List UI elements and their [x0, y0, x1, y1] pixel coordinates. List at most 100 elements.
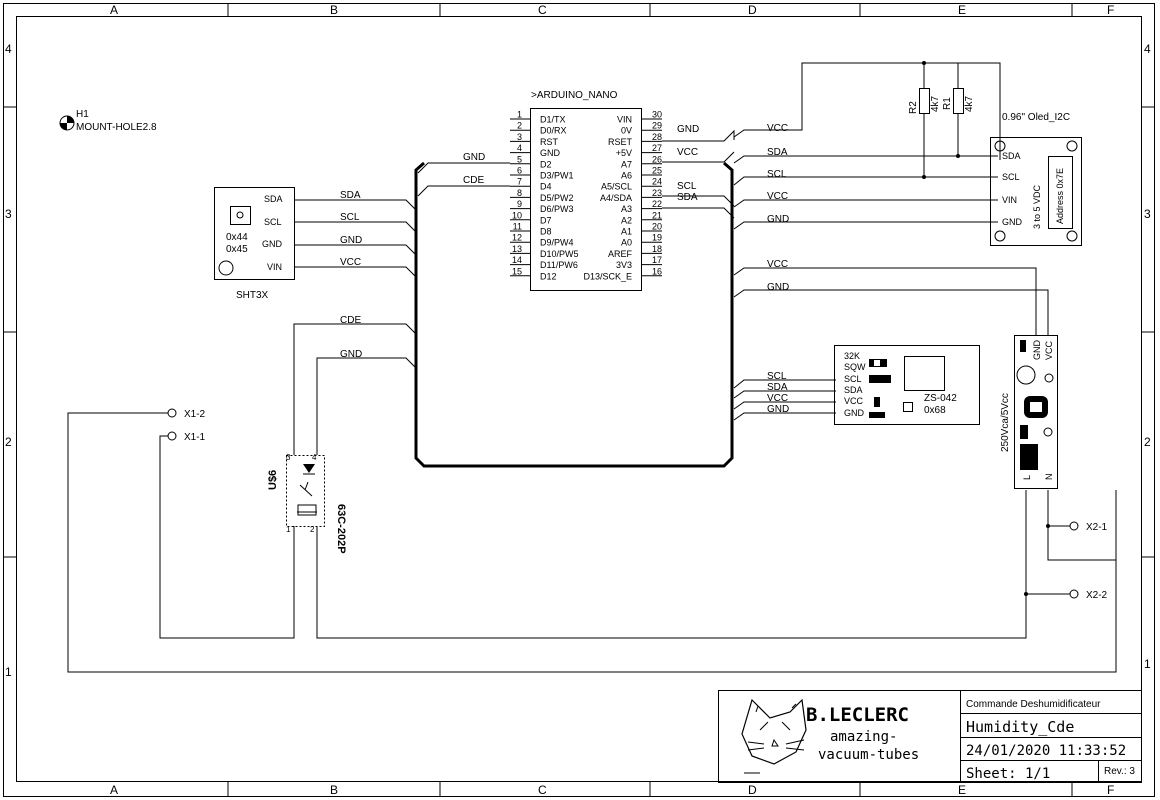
arduino-pin-name: A0 [621, 238, 632, 248]
arduino-pin-name: D3/PW1 [540, 171, 574, 181]
arduino-pin-name: D12 [540, 271, 557, 281]
row-label-right: 1 [1144, 657, 1151, 671]
arduino-pin-name: RST [540, 137, 559, 147]
arduino-pin-number: 26 [652, 154, 662, 164]
oled-pin: SCL [1002, 172, 1020, 182]
relay-module: GND VCC 250Vca/5Vcc L N [1000, 335, 1058, 489]
oled-pin: VIN [1002, 195, 1017, 205]
net-label-sda: SDA [677, 192, 698, 203]
relay-rating: 250Vca/5Vcc [1000, 393, 1011, 452]
arduino-pin-number: 21 [652, 210, 662, 220]
arduino-pin-name: A5/SCL [601, 182, 632, 192]
oled-pin: GND [1002, 217, 1023, 227]
arduino-pin-number: 24 [652, 177, 662, 187]
arduino-pin-number: 20 [652, 222, 662, 232]
sheet-number: Sheet: 1/1 [966, 766, 1050, 782]
arduino-pin-name: D6/PW3 [540, 204, 574, 214]
arduino-pin-name: A7 [621, 159, 632, 169]
col-label-top: B [330, 3, 338, 17]
oled-address: Address 0x7E [1055, 168, 1065, 224]
rtc-pin: VCC [844, 396, 864, 406]
arduino-pin-number: 29 [652, 121, 662, 131]
rtc-pin: GND [844, 408, 865, 418]
arduino-pin-name: A2 [621, 215, 632, 225]
arduino-pin-name: D0/RX [540, 126, 567, 136]
oled-title: 0.96" Oled_I2C [1002, 112, 1070, 123]
arduino-pin-number: 18 [652, 244, 662, 254]
arduino-pin-name: A6 [621, 171, 632, 181]
net-label-vcc: VCC [677, 147, 698, 158]
rtc-pin: SDA [844, 385, 863, 395]
net-label-cde: CDE [340, 315, 361, 326]
arduino-pin-name: D4 [540, 182, 552, 192]
rtc-addr: 0x68 [924, 405, 946, 416]
arduino-pin-number: 11 [513, 222, 522, 232]
resistor-value: 4k7 [964, 95, 975, 112]
relay-terminal: L [1022, 475, 1032, 480]
cat-logo [741, 698, 807, 774]
row-label-left: 2 [5, 435, 12, 449]
arduino-pin-number: 2 [517, 121, 522, 131]
rtc-pins: 32K SQW SCL SDA VCC GND [844, 351, 866, 418]
arduino-pin-name: D5/PW2 [540, 193, 574, 203]
arduino-pin-name: D9/PW4 [540, 238, 574, 248]
sht3x-addr: 0x44 [226, 232, 248, 243]
net-label-scl: SCL [767, 371, 787, 382]
arduino-pin-number: 5 [517, 154, 522, 164]
relay-pin: GND [1032, 340, 1042, 361]
frame-labels: A B C D E F A B C D E F 4 3 2 1 4 3 2 1 [5, 3, 1151, 797]
arduino-pin-number: 25 [652, 166, 662, 176]
arduino-pin-number: 28 [652, 132, 662, 142]
col-label-top: E [958, 3, 966, 17]
rtc-pin: 32K [844, 351, 860, 361]
sht3x-name: SHT3X [236, 290, 269, 301]
arduino-title: >ARDUINO_NANO [531, 90, 618, 101]
net-label-vcc: VCC [767, 393, 788, 404]
net-label-cde: CDE [463, 175, 484, 186]
net-label-gnd: GND [767, 282, 789, 293]
arduino-pin-name: D11/PW6 [540, 260, 578, 270]
revision: Rev.: 3 [1104, 766, 1135, 777]
arduino-pin-number: 17 [652, 255, 662, 265]
tagline: amazing- [830, 729, 897, 745]
arduino-pin-number: 27 [652, 143, 662, 153]
rtc-name: ZS-042 [924, 393, 957, 404]
arduino-pin-name: D10/PW5 [540, 249, 579, 259]
col-label-bottom: F [1107, 783, 1114, 797]
connectors: X1-2 X1-1 X2-1 X2-2 [167, 408, 1108, 601]
arduino-pin-number: 19 [652, 233, 662, 243]
net-label-scl: SCL [340, 212, 360, 223]
connector-label: X2-1 [1086, 522, 1108, 533]
arduino-pin-name: D8 [540, 227, 552, 237]
opto-pin: 4 [312, 453, 317, 462]
arduino-pin-number: 30 [652, 110, 662, 120]
arduino-pin-number: 3 [517, 132, 522, 142]
opto-ref: U$6 [267, 470, 279, 490]
author: B.LECLERC [806, 704, 909, 726]
resistor-ref: R1 [942, 97, 953, 110]
net-label-scl: SCL [677, 181, 697, 192]
arduino-pin-number: 14 [512, 255, 522, 265]
datetime: 24/01/2020 11:33:52 [966, 743, 1126, 759]
opto-pin: 3 [286, 453, 291, 462]
row-label-left: 3 [5, 207, 12, 221]
arduino-pin-number: 23 [652, 188, 662, 198]
resistor-value: 4k7 [930, 95, 941, 112]
mount-hole-ref: H1 [76, 109, 89, 120]
arduino-pin-number: 22 [652, 199, 662, 209]
net-label-scl: SCL [767, 169, 787, 180]
arduino-pin-name: VIN [617, 115, 632, 125]
rtc-pin: SCL [844, 374, 862, 384]
arduino-pin-number: 8 [517, 188, 522, 198]
row-ticks [3, 106, 1155, 558]
arduino-pin-name: A1 [621, 227, 632, 237]
right-net-labels: GND VCC SCL SDA VCC SDA SCL VCC GND VCC … [677, 123, 789, 415]
relay-pin: VCC [1044, 340, 1054, 360]
arduino-pin-number: 13 [512, 244, 522, 254]
pull-up-resistors: R2 4k7 R1 4k7 [908, 61, 975, 179]
col-label-bottom: D [748, 783, 757, 797]
resistor-ref: R2 [908, 101, 919, 114]
arduino-pin-name: D13/SCK_E [583, 271, 632, 281]
net-label-gnd: GND [340, 349, 362, 360]
